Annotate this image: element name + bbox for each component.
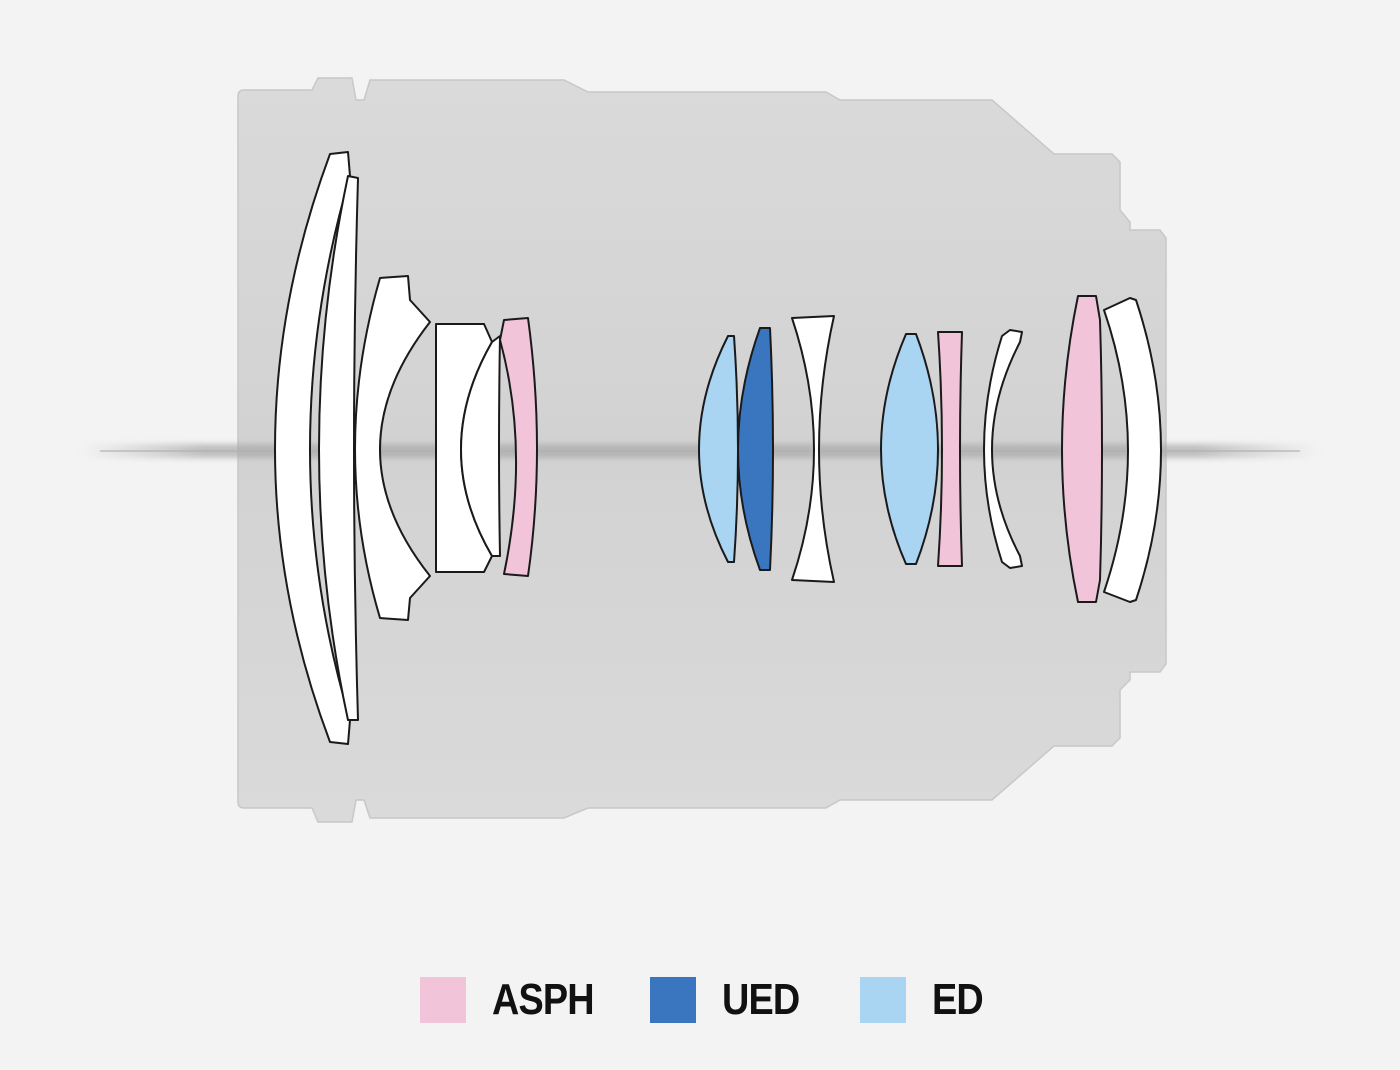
element-group3-meniscus <box>983 329 1023 569</box>
element-group1-negative <box>354 275 431 621</box>
legend-swatch-asph <box>420 977 466 1023</box>
legend-item-asph: ASPH <box>420 970 610 1030</box>
element-rear-meniscus <box>1103 297 1162 603</box>
element-rear-aspherical <box>1061 295 1103 603</box>
legend-label-ued: UED <box>722 975 800 1024</box>
legend-swatch-ed <box>860 977 906 1023</box>
element-front-meniscus-inner <box>318 175 359 721</box>
legend-swatch-ued <box>650 977 696 1023</box>
lens-diagram <box>80 77 1320 823</box>
element-group3-aspherical <box>937 331 963 567</box>
element-group1-doublet-rear <box>460 335 501 557</box>
legend-label-ed: ED <box>932 975 984 1024</box>
element-group2-negative <box>791 315 835 583</box>
element-front-meniscus <box>274 151 351 745</box>
element-group1-aspherical <box>499 317 538 577</box>
legend: ASPH UED ED <box>0 970 1400 1030</box>
legend-label-asph: ASPH <box>492 975 595 1024</box>
element-group2-ed <box>698 335 739 563</box>
element-group2-ued <box>737 327 774 571</box>
element-group3-ed <box>880 333 939 565</box>
legend-item-ued: UED <box>650 970 812 1030</box>
legend-item-ed: ED <box>860 970 991 1030</box>
